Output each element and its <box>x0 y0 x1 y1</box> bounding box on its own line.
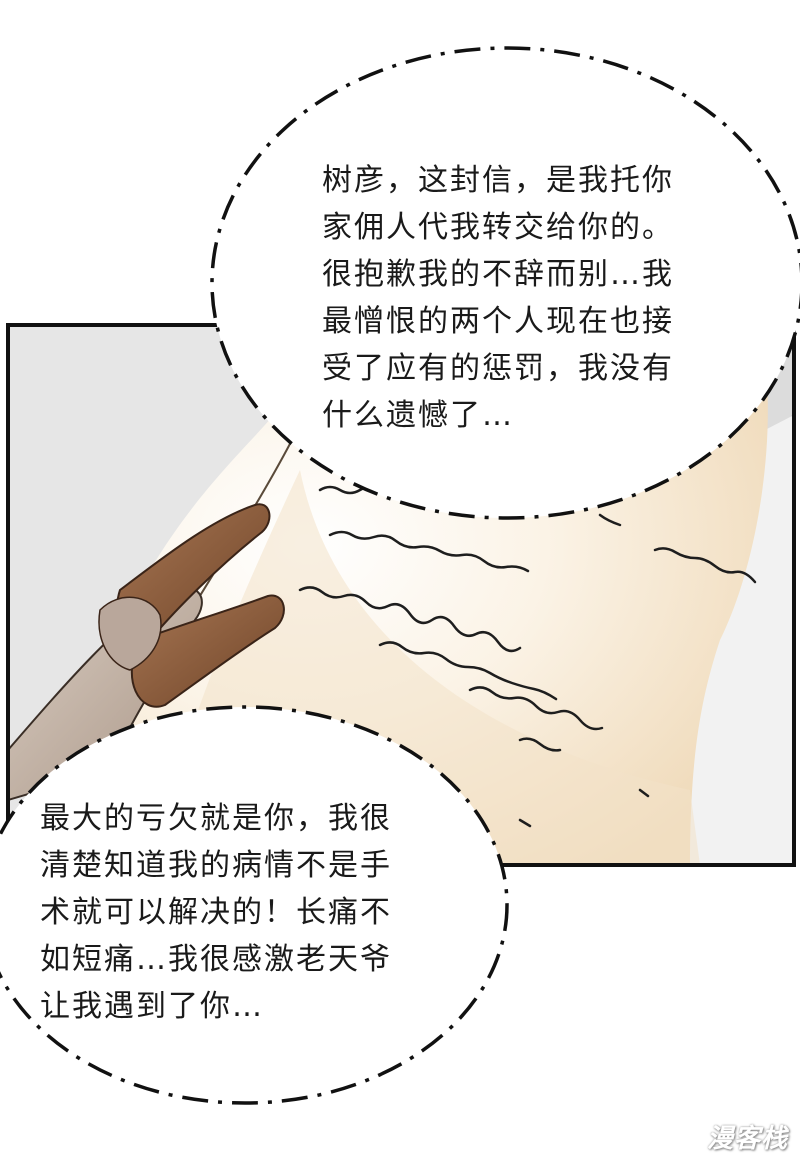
speech-line: 很抱歉我的不辞而别…我 <box>322 257 674 292</box>
speech-line: 如短痛…我很感激老天爷 <box>40 942 392 977</box>
speech-bubble-bottom-text: 最大的亏欠就是你，我很 清楚知道我的病情不是手 术就可以解决的！长痛不 如短痛…… <box>40 795 392 1030</box>
speech-bubble-bottom <box>0 705 509 1105</box>
speech-line: 最憎恨的两个人现在也接 <box>322 304 674 339</box>
watermark-logo: 漫客栈 <box>706 1124 788 1154</box>
speech-line: 清楚知道我的病情不是手 <box>40 848 392 883</box>
speech-line: 树彦，这封信，是我托你 <box>322 163 674 198</box>
speech-line: 让我遇到了你… <box>40 989 264 1024</box>
speech-line: 什么遗憾了… <box>322 398 514 433</box>
hand-knuckle <box>98 596 162 671</box>
speech-bubble-top <box>210 46 800 520</box>
speech-line: 家佣人代我转交给你的。 <box>322 210 674 245</box>
speech-line: 最大的亏欠就是你，我很 <box>40 801 392 836</box>
speech-line: 受了应有的惩罚，我没有 <box>322 351 674 386</box>
speech-line: 术就可以解决的！长痛不 <box>40 895 392 930</box>
speech-bubble-top-text: 树彦，这封信，是我托你 家佣人代我转交给你的。 很抱歉我的不辞而别…我 最憎恨的… <box>322 157 674 439</box>
hand-finger <box>130 594 285 708</box>
